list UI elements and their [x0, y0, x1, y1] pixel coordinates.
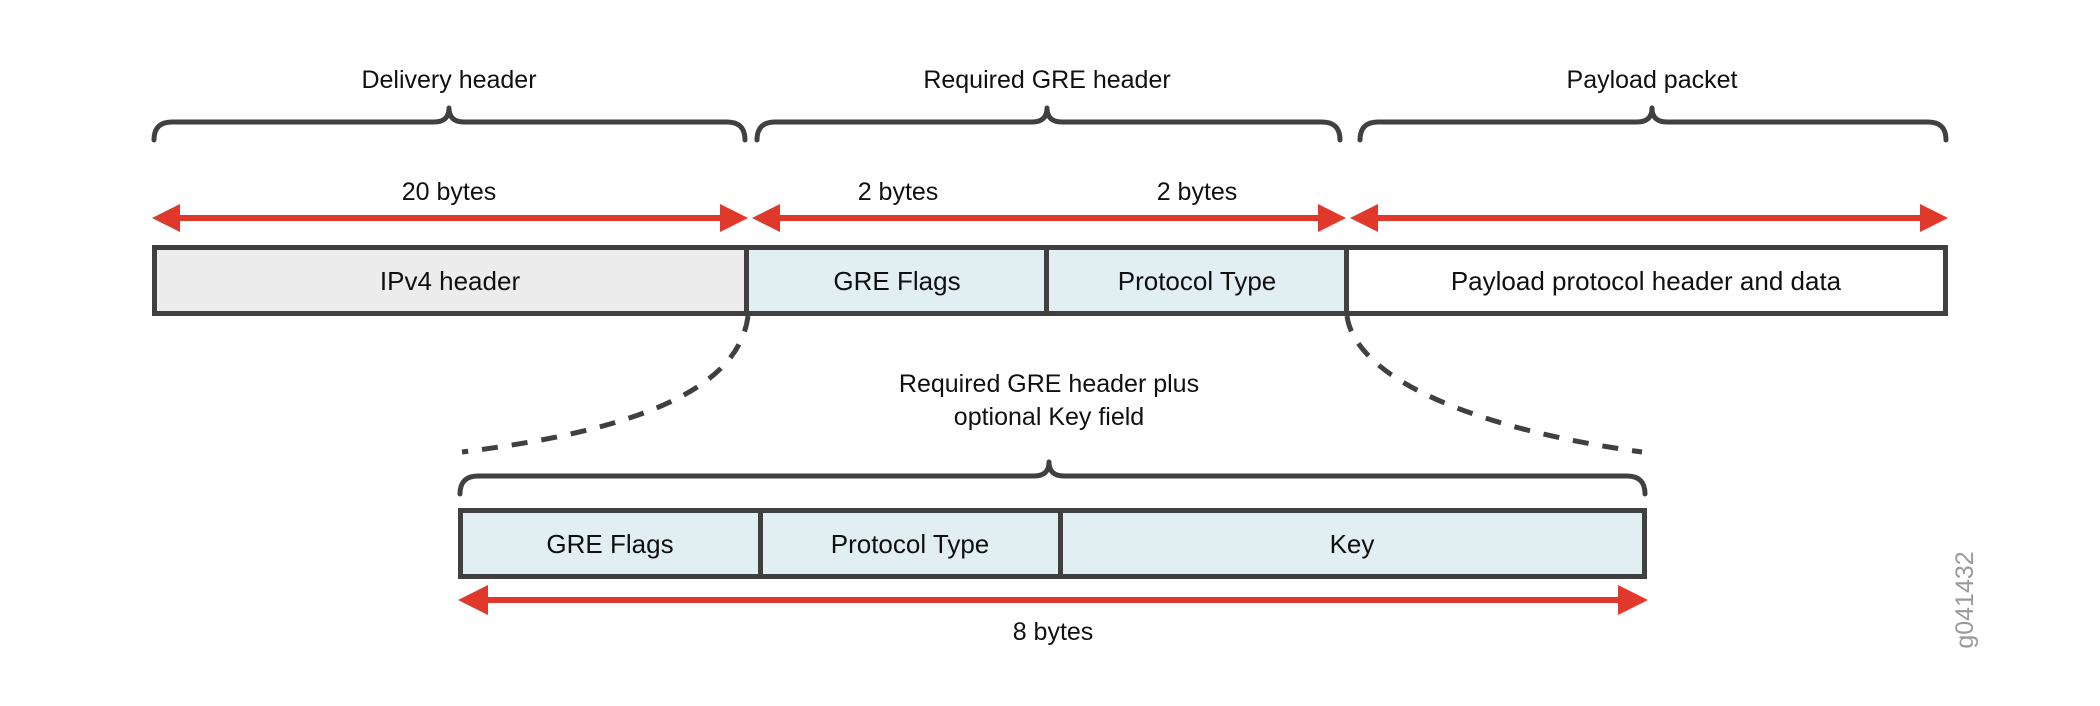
detail-label-gre-flags: GRE Flags — [546, 529, 673, 559]
figure-id-watermark: g041432 — [1951, 551, 1979, 648]
detail-label-protocol-type: Protocol Type — [831, 529, 990, 559]
field-label-ipv4-header: IPv4 header — [380, 266, 521, 296]
size-label-2-bytes-flags: 2 bytes — [858, 178, 939, 206]
detail-note-line-2: optional Key field — [954, 403, 1144, 431]
measure-arrow-delivery — [152, 204, 748, 232]
group-label-delivery-header: Delivery header — [361, 66, 536, 94]
field-label-payload: Payload protocol header and data — [1451, 266, 1842, 296]
brace-detail-gre-header — [457, 459, 1648, 497]
dashed-connector-left — [461, 315, 751, 455]
size-label-2-bytes-protocol: 2 bytes — [1157, 178, 1238, 206]
detail-box-gre-flags — [458, 508, 763, 579]
brace-required-gre-header — [754, 105, 1343, 143]
size-label-8-bytes: 8 bytes — [1013, 618, 1094, 646]
measure-arrow-gre — [752, 204, 1346, 232]
field-box-protocol-type — [1044, 245, 1349, 316]
measure-arrow-payload — [1350, 204, 1948, 232]
detail-box-key — [1058, 508, 1647, 579]
field-label-protocol-type: Protocol Type — [1118, 266, 1277, 296]
group-label-payload-packet: Payload packet — [1567, 66, 1738, 94]
detail-label-key: Key — [1330, 529, 1375, 559]
brace-payload-packet — [1357, 105, 1949, 143]
brace-delivery-header — [151, 105, 748, 143]
detail-note-line-1: Required GRE header plus — [899, 370, 1199, 398]
dashed-connector-right — [1344, 315, 1643, 455]
size-label-20-bytes: 20 bytes — [402, 178, 497, 206]
measure-arrow-8-bytes — [458, 585, 1648, 615]
detail-box-protocol-type — [758, 508, 1063, 579]
field-label-gre-flags: GRE Flags — [833, 266, 960, 296]
field-box-payload — [1344, 245, 1948, 316]
group-label-required-gre-header: Required GRE header — [923, 66, 1170, 94]
field-box-ipv4-header — [152, 245, 749, 316]
field-box-gre-flags — [744, 245, 1049, 316]
